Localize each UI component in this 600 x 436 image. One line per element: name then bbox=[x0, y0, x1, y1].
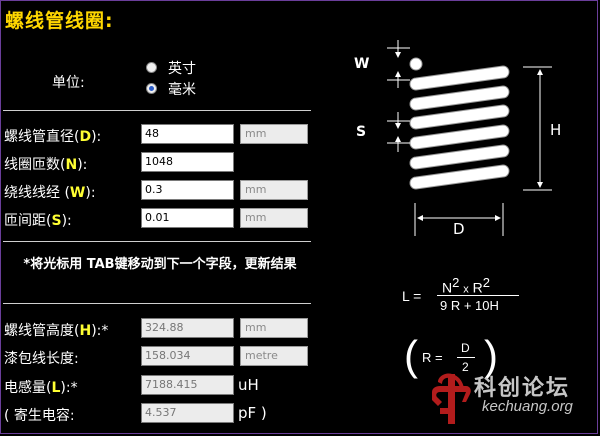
height-unit-select[interactable]: mm bbox=[240, 318, 308, 338]
coil-windings bbox=[409, 57, 510, 190]
wire-diameter-label: 绕线线经 (W): bbox=[4, 185, 96, 201]
spacing-input[interactable]: 0.01 bbox=[141, 208, 234, 228]
diagram-label-w: W bbox=[354, 56, 370, 72]
kechuang-logo-icon bbox=[432, 373, 471, 424]
formula-r-denominator: 2 bbox=[462, 360, 469, 374]
height-output: 324.88 bbox=[141, 318, 234, 338]
radio-inch[interactable] bbox=[146, 62, 157, 73]
watermark-brand: 科创论坛 bbox=[474, 375, 571, 400]
wire-length-unit-select[interactable]: metre bbox=[240, 346, 308, 366]
formula-lhs: L = bbox=[402, 288, 422, 304]
formula-paren-left: ( bbox=[404, 332, 418, 379]
formula-paren-right: ) bbox=[484, 332, 498, 379]
capacitance-unit: pF ) bbox=[238, 404, 267, 422]
coil-turn bbox=[409, 124, 510, 150]
diagram-label-s: S bbox=[356, 124, 367, 140]
diagram-label-h: H bbox=[550, 121, 562, 139]
formula-r-numerator: D bbox=[461, 341, 470, 355]
capacitance-output: 4.537 bbox=[141, 403, 234, 423]
formula-fraction-bar bbox=[437, 295, 519, 296]
spacing-unit-select[interactable]: mm bbox=[240, 208, 308, 228]
formula-r-lhs: R = bbox=[422, 350, 443, 365]
capacitance-label: ( 寄生电容: bbox=[4, 408, 75, 424]
coil-turn bbox=[409, 144, 510, 170]
spacing-label: 匝间距(S): bbox=[4, 213, 72, 229]
coil-diagram bbox=[387, 40, 552, 236]
height-label: 螺线管高度(H):* bbox=[4, 323, 109, 339]
coil-turn bbox=[409, 104, 510, 130]
wire-length-output: 158.034 bbox=[141, 346, 234, 366]
turns-label: 线圈匝数(N): bbox=[4, 157, 88, 173]
unit-label: 单位: bbox=[52, 75, 85, 91]
radio-mm-label: 毫米 bbox=[168, 82, 196, 98]
diameter-label: 螺线管直径(D): bbox=[4, 129, 102, 145]
formula-r-fraction-bar bbox=[457, 357, 475, 358]
divider-bottom bbox=[3, 303, 311, 304]
formula-denominator: 9 R + 10H bbox=[440, 298, 499, 313]
coil-wire-end bbox=[409, 57, 423, 71]
inductance-output: 7188.415 bbox=[141, 375, 234, 395]
wire-diameter-unit-select[interactable]: mm bbox=[240, 180, 308, 200]
page-title: 螺线管线圈: bbox=[5, 10, 114, 32]
coil-turn bbox=[409, 65, 510, 91]
inductance-unit: uH bbox=[238, 376, 259, 394]
inductance-label: 电感量(L):* bbox=[4, 380, 78, 396]
wire-length-label: 漆包线长度: bbox=[4, 351, 79, 367]
divider-middle bbox=[3, 241, 311, 242]
tab-note: *将光标用 TAB键移动到下一个字段，更新结果 bbox=[23, 257, 297, 272]
coil-turn bbox=[409, 85, 510, 111]
coil-turn bbox=[409, 164, 510, 190]
radio-inch-label: 英寸 bbox=[168, 61, 196, 77]
diameter-input[interactable]: 48 bbox=[141, 124, 234, 144]
turns-input[interactable]: 1048 bbox=[141, 152, 234, 172]
diameter-unit-select[interactable]: mm bbox=[240, 124, 308, 144]
wire-diameter-input[interactable]: 0.3 bbox=[141, 180, 234, 200]
watermark-url: kechuang.org bbox=[482, 398, 573, 415]
divider-top bbox=[3, 110, 311, 111]
diagram-label-d: D bbox=[453, 220, 465, 238]
formula-numerator: N2 x R2 bbox=[442, 275, 490, 296]
radio-mm[interactable] bbox=[146, 83, 157, 94]
